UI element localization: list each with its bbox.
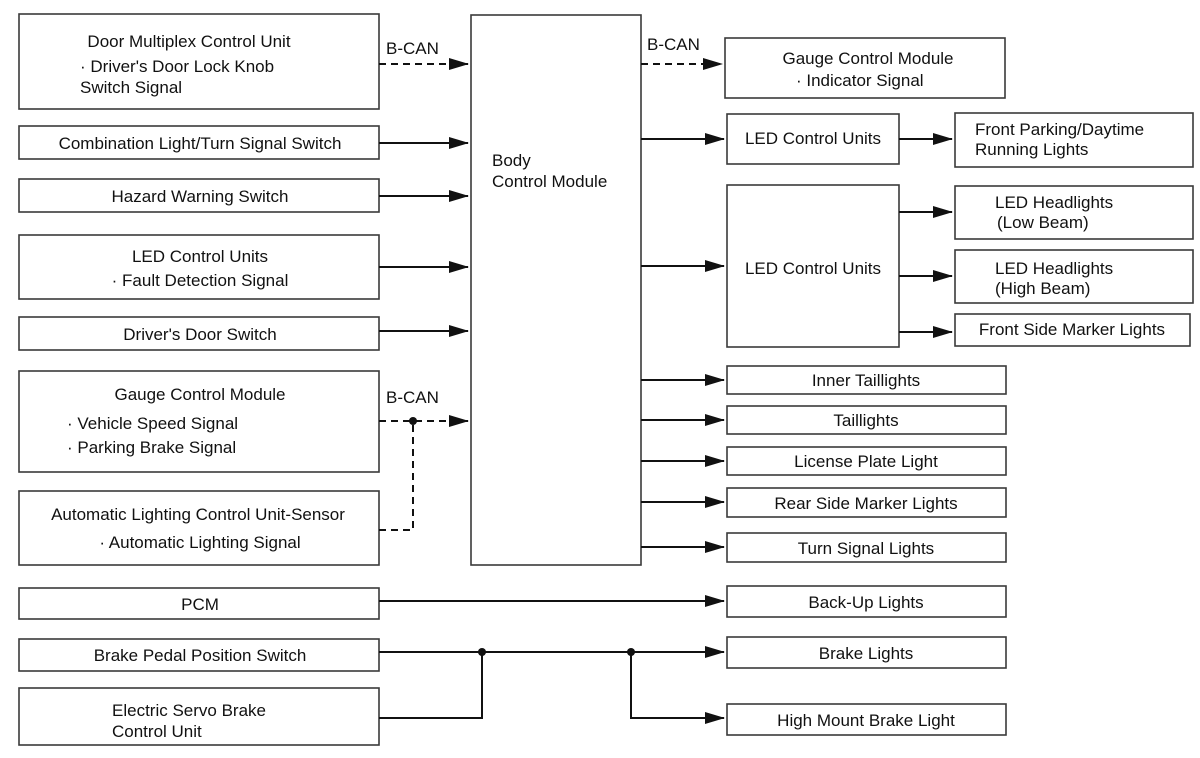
inner-taillights-label: Inner Taillights xyxy=(812,371,920,390)
auto-lighting-title: Automatic Lighting Control Unit-Sensor xyxy=(51,505,345,524)
led-control-units-fault-box: LED Control Units · Fault Detection Sign… xyxy=(18,234,380,300)
combination-switch-label: Combination Light/Turn Signal Switch xyxy=(59,134,342,153)
front-parking-line2: Running Lights xyxy=(975,140,1088,159)
front-parking-line1: Front Parking/Daytime xyxy=(975,120,1144,139)
automatic-lighting-control-unit-box: Automatic Lighting Control Unit-Sensor ·… xyxy=(18,490,380,566)
gauge-control-input-title: Gauge Control Module xyxy=(114,385,285,404)
auto-lighting-signal-label: · Automatic Lighting Signal xyxy=(99,533,300,552)
turn-signal-lights-box: Turn Signal Lights xyxy=(726,532,1007,563)
body-control-module-box: Body Control Module xyxy=(470,14,642,566)
bcan-label-gauge-output: B-CAN xyxy=(647,35,700,54)
door-lock-knob-signal-line2: Switch Signal xyxy=(80,78,182,97)
headlight-high-line2: (High Beam) xyxy=(995,279,1090,298)
high-mount-brake-label: High Mount Brake Light xyxy=(777,711,955,730)
high-mount-brake-light-box: High Mount Brake Light xyxy=(726,703,1007,736)
back-up-lights-box: Back-Up Lights xyxy=(726,585,1007,618)
headlight-low-line1: LED Headlights xyxy=(995,193,1113,212)
door-multiplex-title: Door Multiplex Control Unit xyxy=(87,32,290,51)
taillights-box: Taillights xyxy=(726,405,1007,435)
drivers-door-switch-box: Driver's Door Switch xyxy=(18,316,380,351)
gauge-control-module-input-box: Gauge Control Module · Vehicle Speed Sig… xyxy=(18,370,380,473)
rear-side-marker-lights-box: Rear Side Marker Lights xyxy=(726,487,1007,518)
door-lock-knob-signal-line1: · Driver's Door Lock Knob xyxy=(80,57,274,76)
brake-lights-box: Brake Lights xyxy=(726,636,1007,669)
bcan-label-door: B-CAN xyxy=(386,39,439,58)
license-plate-label: License Plate Light xyxy=(794,452,938,471)
taillights-label: Taillights xyxy=(833,411,898,430)
back-up-lights-label: Back-Up Lights xyxy=(808,593,923,612)
vehicle-speed-signal-label: · Vehicle Speed Signal xyxy=(67,414,238,433)
rear-side-marker-label: Rear Side Marker Lights xyxy=(774,494,957,513)
front-parking-daytime-running-lights-box: Front Parking/Daytime Running Lights xyxy=(954,112,1194,168)
gauge-control-module-output-box: Gauge Control Module · Indicator Signal xyxy=(724,37,1006,99)
led-control-head-label: LED Control Units xyxy=(745,259,881,278)
hazard-switch-label: Hazard Warning Switch xyxy=(112,187,289,206)
pcm-label: PCM xyxy=(181,595,219,614)
led-control-fault-title: LED Control Units xyxy=(132,247,268,266)
headlight-high-line1: LED Headlights xyxy=(995,259,1113,278)
license-plate-light-box: License Plate Light xyxy=(726,446,1007,476)
turn-signal-label: Turn Signal Lights xyxy=(798,539,934,558)
brake-pedal-switch-label: Brake Pedal Position Switch xyxy=(94,646,307,665)
hazard-warning-switch-box: Hazard Warning Switch xyxy=(18,178,380,213)
led-headlights-low-beam-box: LED Headlights (Low Beam) xyxy=(954,185,1194,240)
brake-pedal-position-switch-box: Brake Pedal Position Switch xyxy=(18,638,380,672)
led-control-units-headlight-box: LED Control Units xyxy=(726,184,900,348)
front-side-marker-lights-box: Front Side Marker Lights xyxy=(954,313,1191,347)
drivers-door-switch-label: Driver's Door Switch xyxy=(123,325,276,344)
brake-junction-dot-1 xyxy=(478,648,486,656)
headlight-low-line2: (Low Beam) xyxy=(997,213,1089,232)
inner-taillights-box: Inner Taillights xyxy=(726,365,1007,395)
fault-detection-signal-label: · Fault Detection Signal xyxy=(112,271,289,290)
indicator-signal-label: · Indicator Signal xyxy=(796,71,924,90)
servo-brake-line2: Control Unit xyxy=(112,722,202,741)
brake-junction-dot-2 xyxy=(627,648,635,656)
bcan-link-auto-lighting xyxy=(379,421,414,531)
servo-brake-line1: Electric Servo Brake xyxy=(112,701,266,720)
bcan-label-gauge-input: B-CAN xyxy=(386,388,439,407)
arrow-to-high-mount-brake xyxy=(630,652,725,724)
door-multiplex-control-unit-box: Door Multiplex Control Unit · Driver's D… xyxy=(18,13,380,110)
bcm-label-line2: Control Module xyxy=(492,172,607,191)
led-control-units-front-box: LED Control Units xyxy=(726,113,900,165)
combination-light-turn-signal-switch-box: Combination Light/Turn Signal Switch xyxy=(18,125,380,160)
gauge-control-output-title: Gauge Control Module xyxy=(782,49,953,68)
pcm-box: PCM xyxy=(18,587,380,620)
brake-lights-label: Brake Lights xyxy=(819,644,914,663)
electric-servo-brake-control-unit-box: Electric Servo Brake Control Unit xyxy=(18,687,380,746)
led-control-front-label: LED Control Units xyxy=(745,129,881,148)
parking-brake-signal-label: · Parking Brake Signal xyxy=(67,438,236,457)
led-headlights-high-beam-box: LED Headlights (High Beam) xyxy=(954,249,1194,304)
bcm-label-line1: Body xyxy=(492,151,531,170)
front-side-marker-label: Front Side Marker Lights xyxy=(979,320,1165,339)
link-servo-brake-to-brake-line xyxy=(379,652,483,719)
bcan-junction-dot xyxy=(409,417,417,425)
